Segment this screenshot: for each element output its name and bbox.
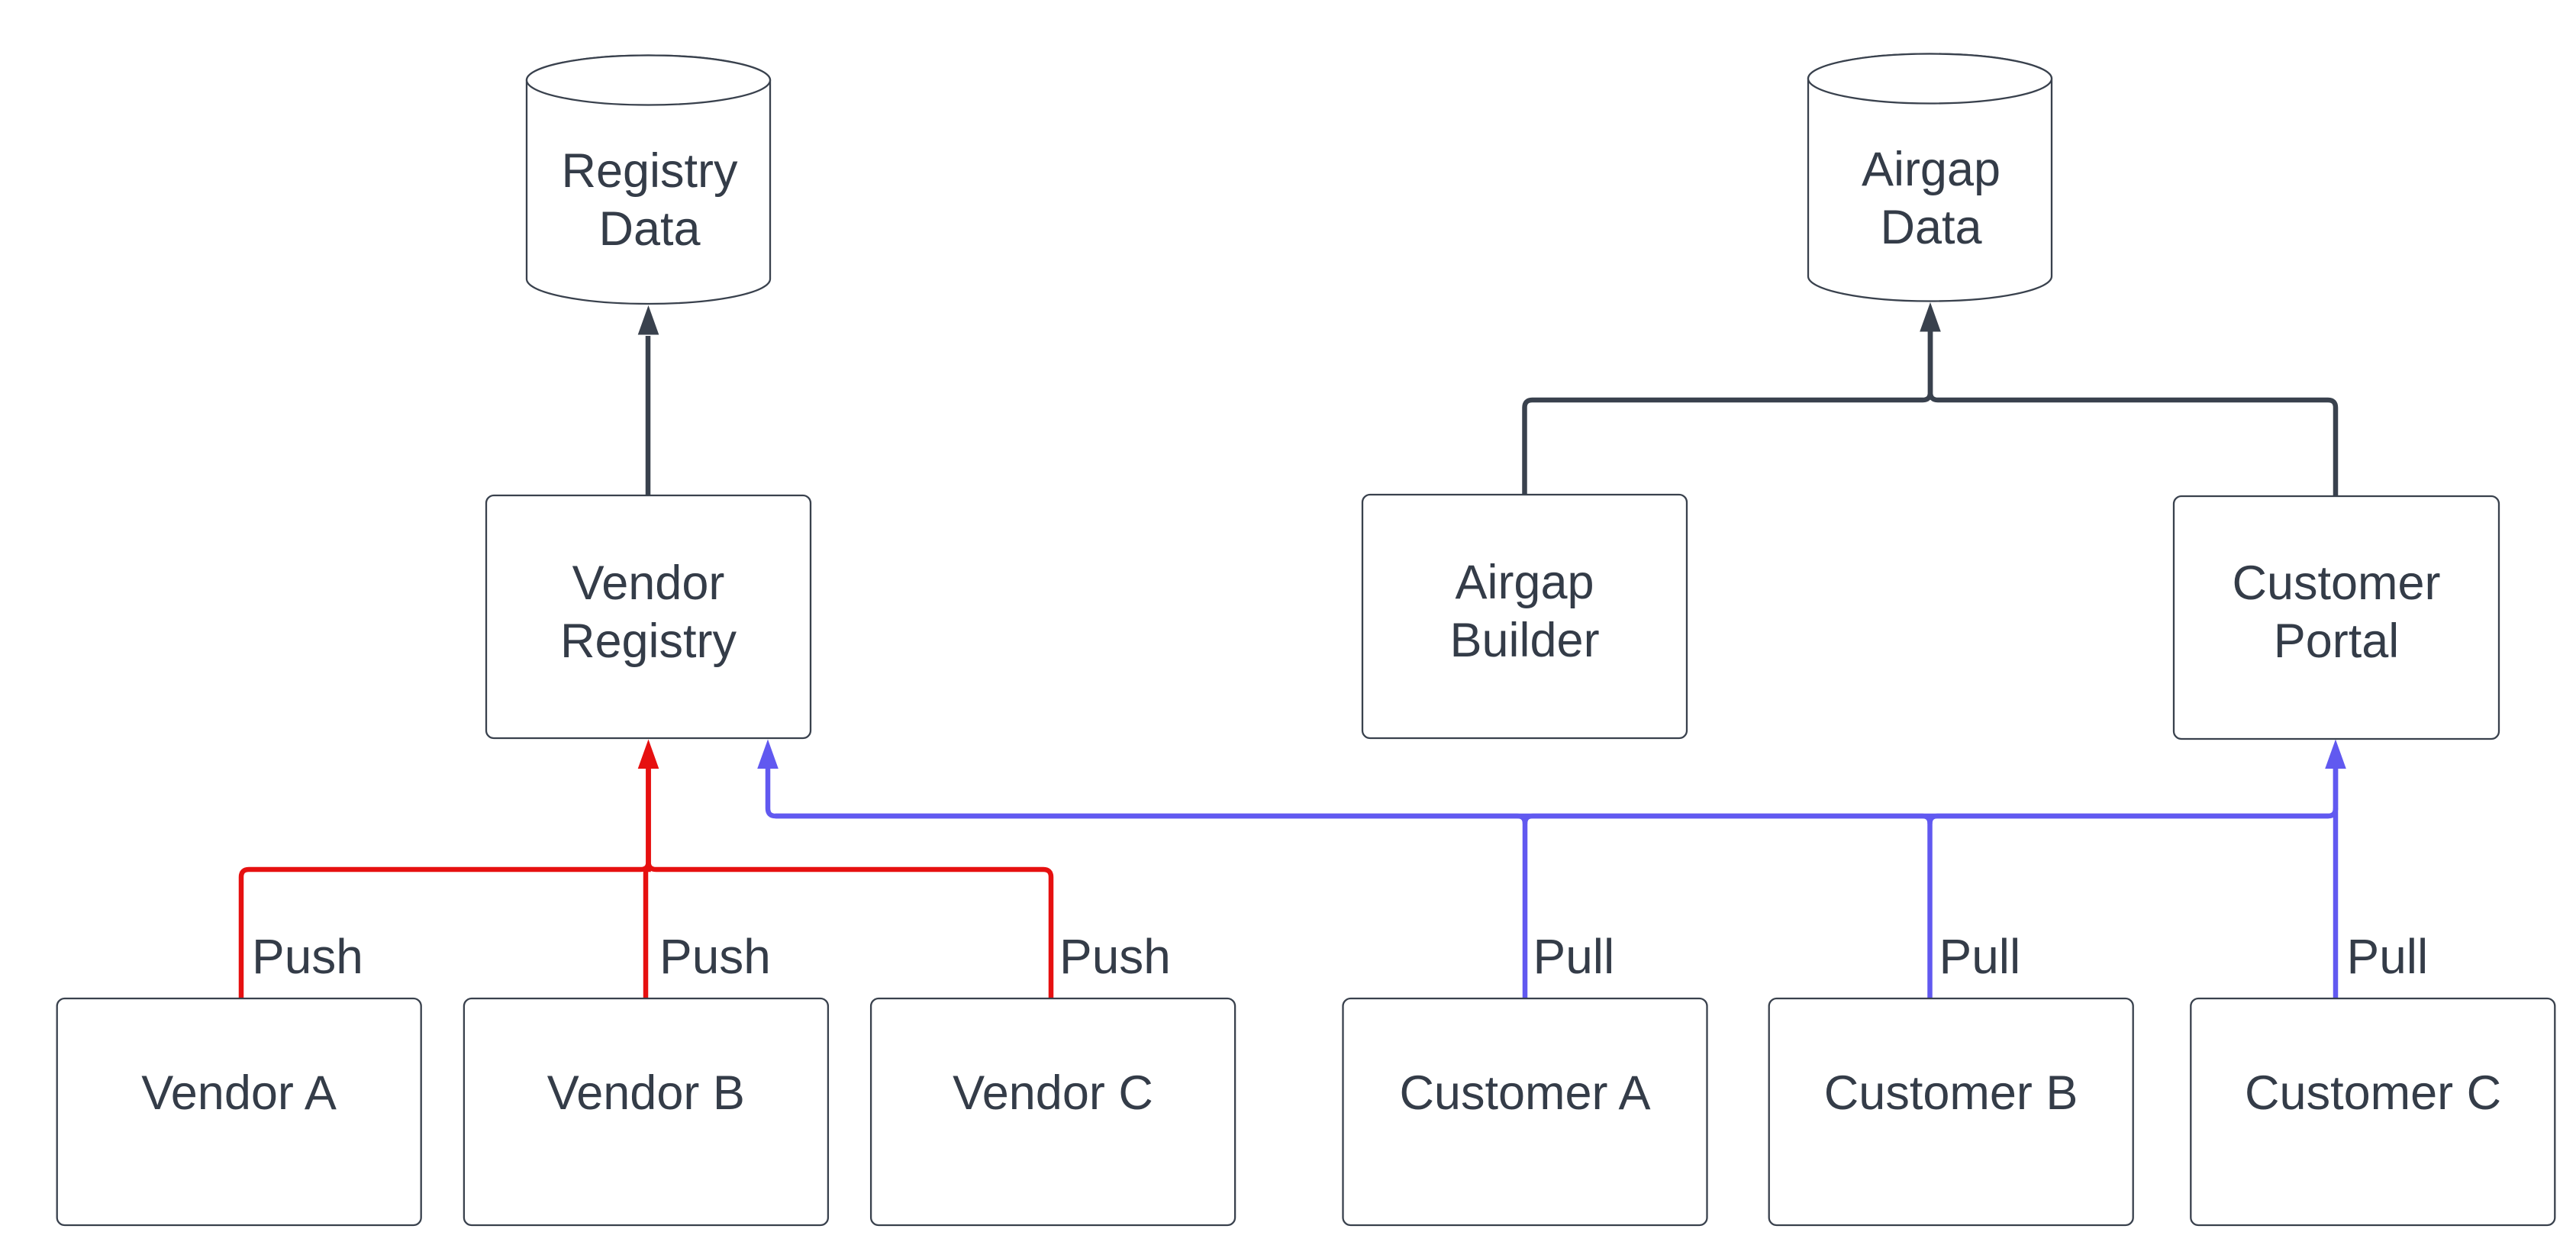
svg-text:Data: Data [598, 202, 701, 256]
svg-text:Vendor C: Vendor C [953, 1066, 1153, 1120]
svg-text:Pull: Pull [2347, 929, 2429, 984]
svg-text:Customer A: Customer A [1399, 1066, 1650, 1120]
svg-text:Vendor A: Vendor A [141, 1066, 337, 1120]
svg-text:Customer: Customer [2232, 556, 2440, 610]
svg-text:Push: Push [659, 929, 771, 984]
svg-text:Vendor: Vendor [572, 556, 725, 610]
svg-text:Portal: Portal [2274, 614, 2400, 668]
svg-text:Airgap: Airgap [1455, 556, 1594, 609]
svg-text:Push: Push [252, 929, 363, 984]
svg-text:Registry: Registry [561, 144, 738, 198]
svg-text:Registry: Registry [560, 614, 737, 668]
svg-text:Builder: Builder [1449, 614, 1599, 667]
svg-text:Customer B: Customer B [1824, 1066, 2078, 1120]
svg-text:Push: Push [1059, 929, 1171, 984]
svg-text:Pull: Pull [1533, 929, 1615, 984]
svg-text:Airgap: Airgap [1862, 143, 2001, 196]
svg-text:Vendor B: Vendor B [547, 1066, 745, 1120]
svg-text:Pull: Pull [1939, 929, 2021, 984]
svg-text:Data: Data [1880, 201, 1982, 254]
svg-text:Customer C: Customer C [2245, 1066, 2501, 1120]
